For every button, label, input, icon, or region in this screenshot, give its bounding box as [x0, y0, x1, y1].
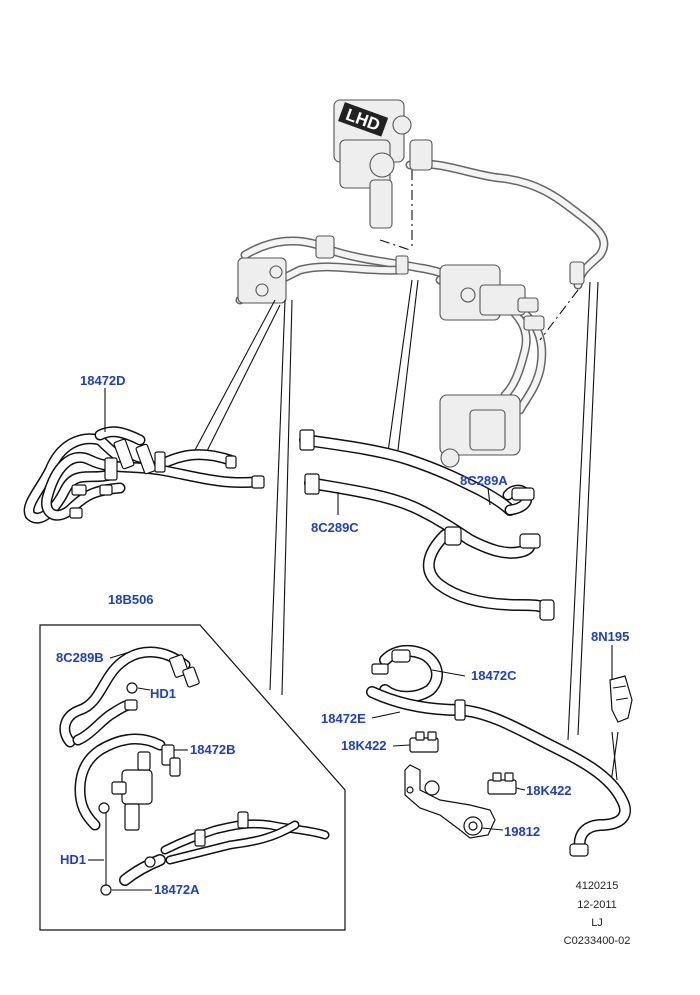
hose-8C289C: [304, 473, 555, 621]
clip-8N195: [609, 675, 633, 723]
bracket-19812: [404, 764, 496, 839]
hose-18472E: [366, 686, 631, 857]
inset-box: [39, 624, 346, 931]
callout-18472C: 18472C: [471, 668, 517, 683]
hose-18472D: [23, 426, 265, 524]
callout-18472B: 18472B: [190, 742, 236, 757]
callout-HD1-upper: HD1: [150, 686, 177, 701]
callout-19812: 19812: [504, 824, 541, 839]
callout-8C289A: 8C289A: [460, 473, 508, 488]
heater-assembly: LHD: [235, 99, 609, 468]
callout-18K422-left: 18K422: [341, 738, 387, 753]
callout-8C289B: 8C289B: [56, 650, 104, 665]
callout-8N195: 8N195: [591, 629, 630, 644]
callout-18472E: 18472E: [321, 711, 366, 726]
leader-lines: [194, 279, 619, 791]
footer-date: 12-2011: [577, 899, 617, 911]
dash-line: [379, 239, 411, 251]
footer-region: LJ: [591, 917, 603, 929]
callout-18472D: 18472D: [80, 373, 126, 388]
clip-18K422: [409, 731, 439, 753]
callout-leaders: [88, 388, 613, 891]
callout-18B506: 18B506: [108, 592, 154, 607]
footer-code: C0233400-02: [563, 935, 631, 947]
clip-18K422-right: [487, 772, 517, 795]
callout-18K422-right: 18K422: [526, 783, 572, 798]
callout-18472A: 18472A: [154, 882, 200, 897]
hose-18472C: [371, 644, 443, 703]
dash-line: [539, 289, 579, 341]
callout-HD1-lower: HD1: [60, 852, 87, 867]
footer-ref: 4120215: [575, 880, 619, 892]
hose-8C289A: [299, 429, 535, 516]
callout-8C289C: 8C289C: [311, 520, 359, 535]
